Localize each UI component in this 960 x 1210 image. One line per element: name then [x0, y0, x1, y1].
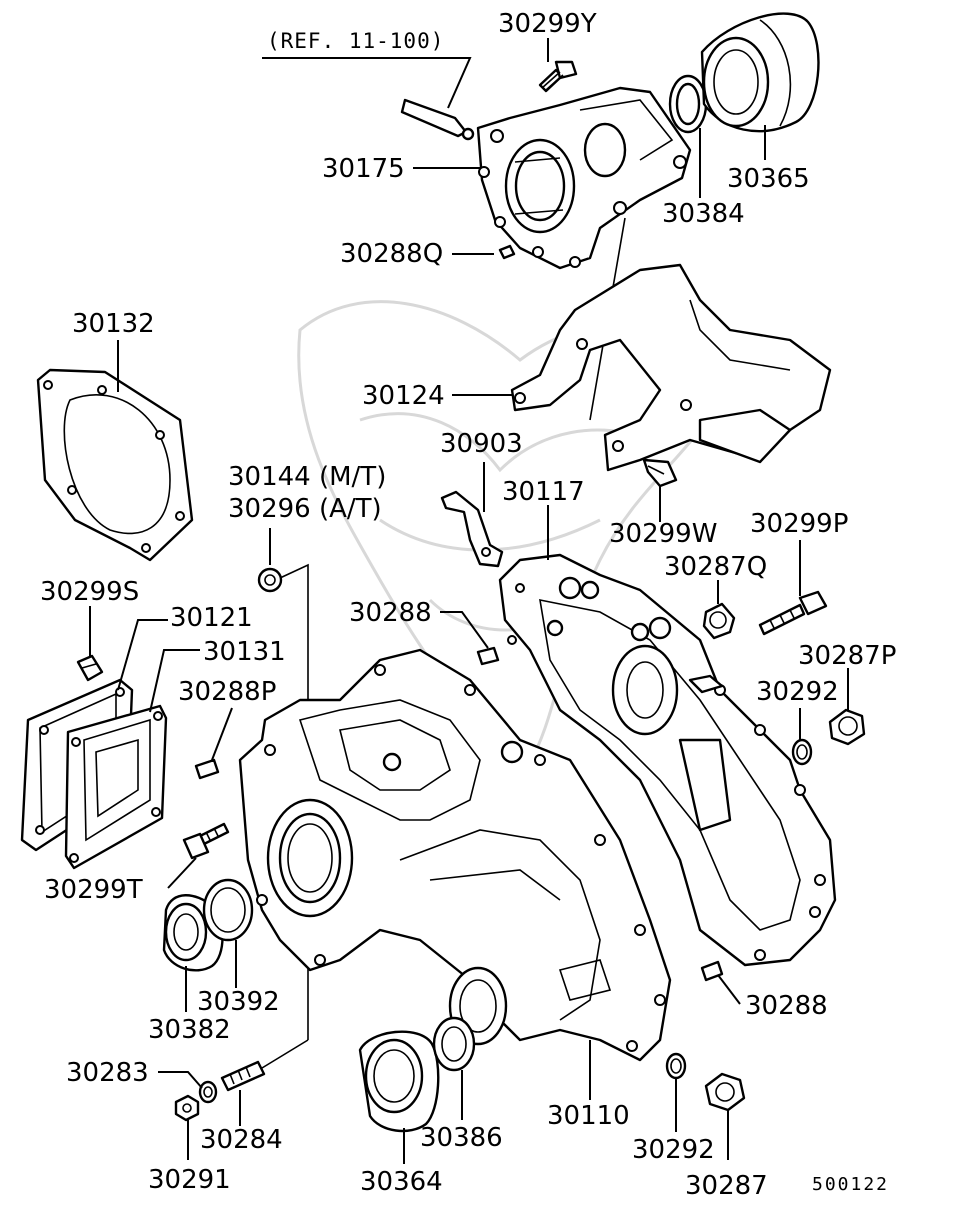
part-30117-transfer-cover	[498, 553, 837, 967]
label-30284: 30284	[200, 1125, 283, 1155]
part-ref-pin	[400, 98, 475, 141]
part-30131-side-gasket	[64, 704, 168, 870]
label-30288b: 30288	[745, 991, 828, 1021]
label-30365: 30365	[727, 164, 810, 194]
part-30299T-bolt	[182, 822, 230, 860]
label-30132: 30132	[72, 309, 155, 339]
part-30392-snap-ring	[202, 878, 254, 942]
ref-leader	[262, 57, 472, 109]
label-30292b: 30292	[632, 1135, 715, 1165]
leader-30288a	[440, 611, 489, 649]
part-30287-drain-plug	[704, 1072, 746, 1112]
label-30299S: 30299S	[40, 577, 139, 607]
part-30903-bracket	[440, 490, 504, 568]
part-30287P-plug	[828, 708, 866, 746]
part-30124-guard-plate	[510, 263, 832, 472]
leader-30131	[149, 649, 200, 713]
label-30291: 30291	[148, 1165, 231, 1195]
label-30299W: 30299W	[609, 519, 717, 549]
leader-30288P	[211, 707, 233, 761]
label-30131: 30131	[203, 637, 286, 667]
label-30144: 30144 (M/T)	[228, 462, 386, 492]
leader-30283	[158, 1071, 203, 1089]
part-30284-stud	[220, 1060, 266, 1092]
leader-30299T	[167, 857, 197, 889]
part-30299W-bolt	[642, 458, 678, 488]
label-30288Q: 30288Q	[340, 239, 443, 269]
part-30287Q-plug	[702, 602, 736, 640]
label-30287: 30287	[685, 1171, 768, 1201]
label-30287Q: 30287Q	[664, 552, 767, 582]
label-30175: 30175	[322, 154, 405, 184]
label-30124: 30124	[362, 381, 445, 411]
part-30288Q-dowel-pin	[498, 244, 516, 260]
label-30382: 30382	[148, 1015, 231, 1045]
part-30288-dowel-upper	[476, 646, 500, 666]
label-30299P: 30299P	[750, 509, 848, 539]
part-30292-washer-lower	[665, 1052, 687, 1080]
label-30364: 30364	[360, 1167, 443, 1197]
label-30117: 30117	[502, 477, 585, 507]
leader-30288b	[717, 974, 741, 1005]
part-30299P-bolt	[758, 590, 828, 636]
label-30392: 30392	[197, 987, 280, 1017]
label-30296: 30296 (A/T)	[228, 494, 382, 524]
part-30365-dust-cover	[700, 12, 820, 133]
label-30299Y: 30299Y	[498, 9, 597, 39]
alignment-line-stud	[261, 1039, 309, 1069]
label-30283: 30283	[66, 1058, 149, 1088]
diagram-code: 500122	[812, 1174, 889, 1195]
part-30175-adapter-housing	[476, 86, 692, 270]
part-30386-oil-seal	[432, 1016, 476, 1072]
label-30110: 30110	[547, 1101, 630, 1131]
label-30384: 30384	[662, 199, 745, 229]
label-30287P: 30287P	[798, 641, 896, 671]
part-30299S-bolt	[76, 654, 104, 682]
label-30903: 30903	[440, 429, 523, 459]
label-30386: 30386	[420, 1123, 503, 1153]
part-30292-washer-upper	[791, 738, 813, 766]
part-30291-nut	[174, 1094, 200, 1122]
label-30299T: 30299T	[44, 875, 143, 905]
part-30384-seal	[668, 74, 708, 134]
label-30121: 30121	[170, 603, 253, 633]
part-30144-oil-seal	[257, 567, 283, 593]
label-30292a: 30292	[756, 677, 839, 707]
label-30288a: 30288	[349, 598, 432, 628]
part-30283-washer	[198, 1080, 218, 1104]
label-30288P: 30288P	[178, 677, 276, 707]
part-30110-transfer-case	[238, 648, 672, 1062]
part-30364-dust-cover	[358, 1030, 440, 1133]
part-30299Y-bolt	[538, 60, 578, 93]
leader-30121	[117, 619, 168, 691]
part-30132-gasket	[36, 368, 194, 562]
part-30288-dowel-lower	[700, 960, 724, 982]
reference-note: (REF. 11-100)	[267, 29, 444, 53]
part-30288P-dowel	[194, 758, 220, 780]
